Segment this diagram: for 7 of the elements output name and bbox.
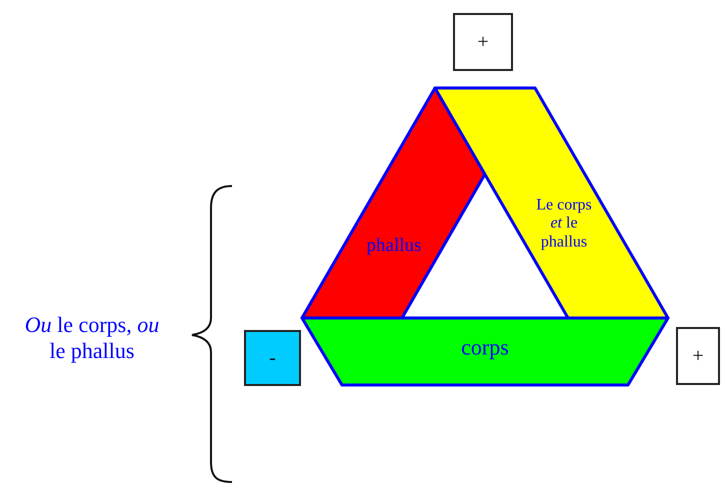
side-note: Ou le corps, ou le phallus (24, 312, 160, 365)
band-label: phallus (366, 235, 422, 257)
sign-box: + (453, 13, 513, 71)
band-label: Le corps et le phallus (535, 196, 593, 252)
band-label: corps (460, 334, 510, 360)
sign-box: + (676, 327, 720, 385)
sign-box: - (244, 330, 301, 386)
